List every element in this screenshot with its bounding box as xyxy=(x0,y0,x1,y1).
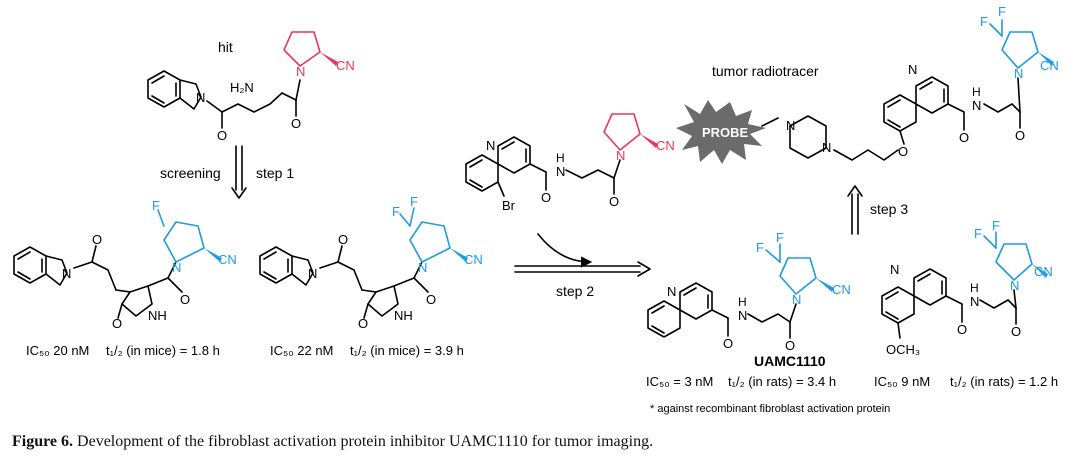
atom-h: H xyxy=(556,151,565,165)
atom-och3: OCH₃ xyxy=(886,342,920,357)
atom-f: F xyxy=(980,14,988,29)
atom-nh: NH xyxy=(148,308,167,323)
uamc1110-thalf: t₁/₂ (in rats) = 3.4 h xyxy=(728,374,836,389)
footnote: * against recombinant fibroblast activat… xyxy=(650,403,890,415)
atom-f: F xyxy=(410,194,418,209)
atom-n: N xyxy=(196,90,205,105)
atom-n: N xyxy=(792,292,801,307)
atom-n: N xyxy=(1014,66,1023,81)
atom-h2n: H₂N xyxy=(230,80,254,95)
atom-cn: CN xyxy=(218,252,237,267)
compound-1-ic50: IC₅₀ 20 nM xyxy=(26,343,89,358)
atom-o: O xyxy=(180,292,190,307)
compound-1: N O O NH O N F CN IC₅₀ 20 nM t₁/₂ (in mi… xyxy=(13,198,237,358)
atom-br: Br xyxy=(502,198,516,213)
atom-f: F xyxy=(998,4,1006,19)
methoxy-thalf: t₁/₂ (in rats) = 1.2 h xyxy=(950,374,1058,389)
methoxy-compound: N OCH₃ O H N O N F F CN IC₅₀ 9 nM t₁/₂ (… xyxy=(874,218,1058,389)
atom-o: O xyxy=(541,190,551,205)
step-2-arrow: step 2 xyxy=(514,233,651,299)
hit-label: hit xyxy=(218,39,233,55)
atom-n: N xyxy=(486,138,495,153)
bromoquinoline-compound: N Br O H N O N CN xyxy=(465,113,675,213)
atom-cn: CN xyxy=(1040,58,1059,73)
atom-o: O xyxy=(1015,128,1025,143)
uamc1110-ic50: IC₅₀ = 3 nM xyxy=(646,374,713,389)
atom-cn: CN xyxy=(656,138,675,153)
methoxy-ic50: IC₅₀ 9 nM xyxy=(874,374,930,389)
hit-compound: hit N O H₂N O N CN xyxy=(147,31,355,143)
atom-n: N xyxy=(62,266,71,281)
atom-n: N xyxy=(908,62,917,77)
atom-f: F xyxy=(152,198,160,213)
atom-h: H xyxy=(738,295,747,309)
atom-nh: NH xyxy=(394,308,413,323)
atom-n: N xyxy=(172,260,181,275)
atom-cn: CN xyxy=(832,282,851,297)
atom-n: N xyxy=(667,284,676,299)
atom-o: O xyxy=(426,292,436,307)
compound-1-thalf: t₁/₂ (in mice) = 1.8 h xyxy=(106,343,220,358)
atom-n: N xyxy=(418,260,427,275)
atom-o: O xyxy=(358,316,368,331)
atom-o: O xyxy=(723,336,733,351)
atom-f: F xyxy=(756,240,764,255)
step-3-label: step 3 xyxy=(870,201,908,217)
screening-label: screening xyxy=(160,165,221,181)
compound-2: N O O NH O N F F CN IC₅₀ 22 nM t₁/₂ (in … xyxy=(259,194,483,358)
atom-cn: CN xyxy=(464,252,483,267)
uamc1110-label: UAMC1110 xyxy=(754,353,826,369)
step-2-label: step 2 xyxy=(556,283,594,299)
atom-o: O xyxy=(291,116,301,131)
atom-o: O xyxy=(959,130,969,145)
atom-o: O xyxy=(957,322,967,337)
atom-o: O xyxy=(609,194,619,209)
probe-label: PROBE xyxy=(702,125,749,140)
screening-arrow: screening step 1 xyxy=(160,145,294,199)
atom-n: N xyxy=(786,118,795,133)
atom-f: F xyxy=(776,230,784,245)
figure-caption-label: Figure 6. xyxy=(12,433,74,450)
atom-f: F xyxy=(392,204,400,219)
atom-n: N xyxy=(308,266,317,281)
atom-h: H xyxy=(970,281,979,295)
atom-n: N xyxy=(738,308,747,323)
atom-f: F xyxy=(974,226,982,241)
atom-o: O xyxy=(898,144,908,159)
compound-2-ic50: IC₅₀ 22 nM xyxy=(270,343,333,358)
atom-n: N xyxy=(972,98,981,113)
tumor-radiotracer-label: tumor radiotracer xyxy=(712,63,819,79)
atom-cn: CN xyxy=(336,58,355,73)
figure-caption: Figure 6. Development of the fibroblast … xyxy=(12,433,1072,451)
atom-n: N xyxy=(970,294,979,309)
step-3-arrow: step 3 xyxy=(847,185,908,235)
atom-n: N xyxy=(1010,278,1019,293)
atom-n: N xyxy=(890,262,899,277)
atom-h: H xyxy=(972,85,981,99)
step-1-label: step 1 xyxy=(256,165,294,181)
atom-o: O xyxy=(785,338,795,353)
atom-o: O xyxy=(338,232,348,247)
tumor-radiotracer-compound: tumor radiotracer PROBE N N O N O H N O … xyxy=(676,4,1059,164)
atom-n: N xyxy=(822,140,831,155)
atom-n: N xyxy=(556,164,565,179)
atom-o: O xyxy=(1011,324,1021,339)
atom-o: O xyxy=(217,128,227,143)
probe-burst-icon xyxy=(676,100,766,164)
uamc1110-compound: N O H N O N F F CN UAMC1110 IC₅₀ = 3 nM … xyxy=(646,230,851,389)
compound-2-thalf: t₁/₂ (in mice) = 3.9 h xyxy=(350,343,464,358)
atom-f: F xyxy=(992,218,1000,233)
atom-n: N xyxy=(616,148,625,163)
atom-o: O xyxy=(112,316,122,331)
atom-cn: CN xyxy=(1034,264,1053,279)
figure-caption-text: Development of the fibroblast activation… xyxy=(73,433,654,450)
atom-n: N xyxy=(296,64,305,79)
atom-o: O xyxy=(92,232,102,247)
